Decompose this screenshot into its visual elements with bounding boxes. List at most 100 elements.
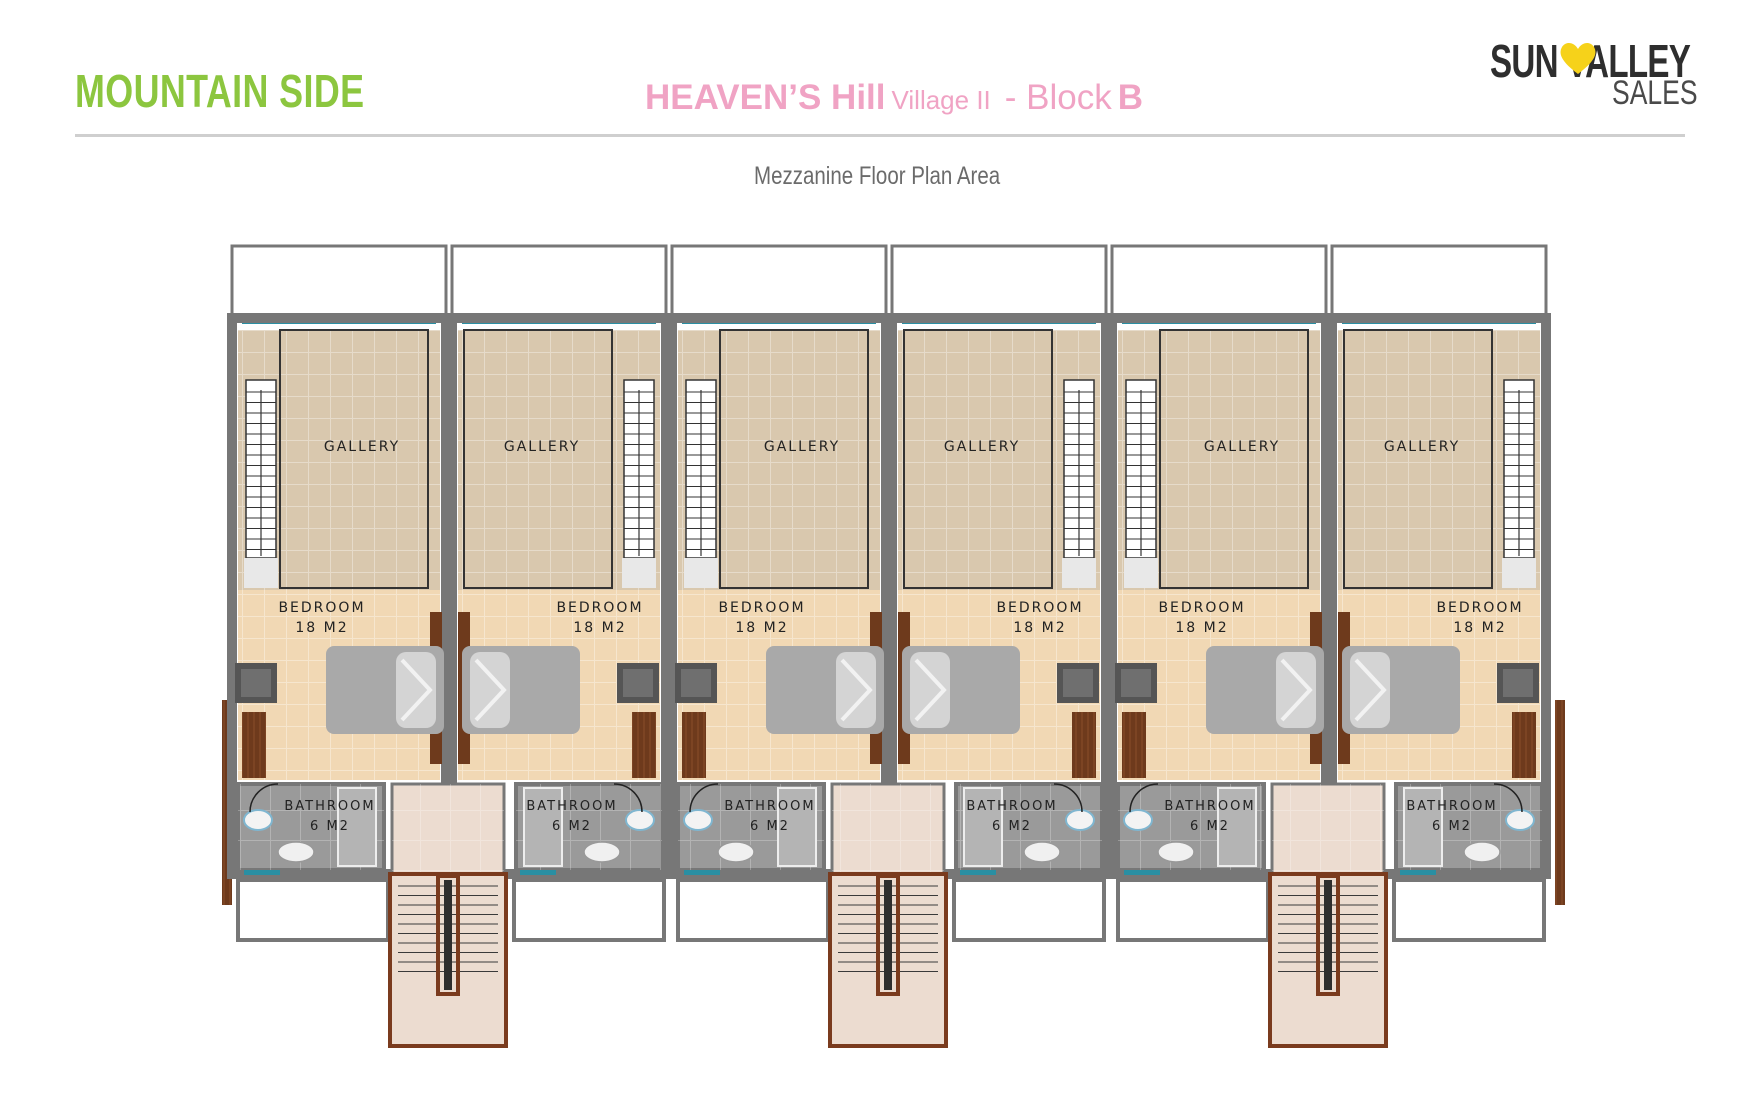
gallery-label: GALLERY: [1204, 439, 1280, 455]
pillows: [1276, 652, 1316, 728]
unit-wall: [1327, 313, 1551, 879]
side-title: MOUNTAIN SIDE: [75, 65, 365, 117]
block-prefix: - Block: [1004, 78, 1112, 117]
staircase: [684, 379, 718, 588]
lower-terrace: [1116, 878, 1270, 942]
gallery-void: [279, 329, 429, 589]
wardrobe: [1512, 712, 1536, 778]
door-swing: [613, 783, 643, 813]
header-divider: [75, 134, 1685, 137]
stairwell-tiles: [1272, 784, 1384, 874]
toilet: [625, 809, 655, 831]
sink: [1023, 841, 1061, 863]
bedroom-label: BEDROOM: [1436, 600, 1523, 616]
stairwell-1: [388, 782, 508, 1048]
gallery-void: [903, 329, 1053, 589]
shower: [337, 787, 377, 867]
column: [617, 663, 659, 703]
shower: [523, 787, 563, 867]
sink: [717, 841, 755, 863]
plan-subtitle-text: Mezzanine Floor Plan Area: [753, 162, 1001, 190]
bathroom-label: BATHROOM: [1164, 799, 1255, 814]
toilet: [243, 809, 273, 831]
balcony: [1330, 244, 1548, 320]
wardrobe: [242, 712, 266, 778]
stairwell-void: [1324, 880, 1332, 990]
bedroom-area: 18 M2: [735, 620, 788, 636]
pillows: [396, 652, 436, 728]
stairwells-layer: [388, 782, 1388, 1048]
sink: [1463, 841, 1501, 863]
toilet: [1123, 809, 1153, 831]
stairwell-tiles: [832, 784, 944, 874]
staircase: [244, 379, 278, 588]
bedroom-area: 18 M2: [573, 620, 626, 636]
sink: [277, 841, 315, 863]
staircase: [1502, 379, 1536, 588]
door-swing: [1053, 783, 1083, 813]
bath-window: [520, 870, 556, 875]
bathroom-label: BATHROOM: [526, 799, 617, 814]
bedroom-area: 18 M2: [1175, 620, 1228, 636]
sink: [1157, 841, 1195, 863]
shower: [777, 787, 817, 867]
gallery-void: [1343, 329, 1493, 589]
bathroom-area: 6 M2: [1190, 819, 1230, 834]
village-label: Village II: [891, 85, 991, 115]
stairwell-2: [828, 782, 948, 1048]
balcony: [670, 244, 888, 320]
bathroom-label: BATHROOM: [724, 799, 815, 814]
pillow-fold: [1280, 658, 1313, 722]
gallery-void: [463, 329, 613, 589]
toilet: [1065, 809, 1095, 831]
unit-wall: [667, 313, 891, 879]
bath-window: [960, 870, 996, 875]
column: [1057, 663, 1099, 703]
stairwell-3: [1268, 782, 1388, 1048]
balcony: [890, 244, 1108, 320]
units-layer: GALLERY BEDROOM 18 M2 BATHROOM 6 M2 GALLERY BE…: [222, 244, 1565, 942]
pillow-fold: [474, 658, 507, 722]
staircase: [1062, 379, 1096, 588]
bedroom-area: 18 M2: [295, 620, 348, 636]
bathroom-area: 6 M2: [552, 819, 592, 834]
pillow-fold: [400, 658, 433, 722]
wardrobe: [1072, 712, 1096, 778]
pillow-fold: [914, 658, 947, 722]
pillows: [470, 652, 510, 728]
bathroom-label: BATHROOM: [284, 799, 375, 814]
unit-wall: [227, 313, 451, 879]
lower-terrace: [952, 878, 1106, 942]
lower-terrace: [236, 878, 390, 942]
stair-landing: [684, 558, 718, 588]
unit-5: GALLERY BEDROOM 18 M2 BATHROOM 6 M2: [1107, 244, 1331, 942]
stairwell-void: [884, 880, 892, 990]
pillows: [910, 652, 950, 728]
shower: [963, 787, 1003, 867]
unit-wall: [1107, 313, 1331, 879]
bedroom-area: 18 M2: [1453, 620, 1506, 636]
column: [1115, 663, 1157, 703]
gallery-void: [1159, 329, 1309, 589]
gallery-label: GALLERY: [324, 439, 400, 455]
wardrobe: [682, 712, 706, 778]
bath-window: [244, 870, 280, 875]
bathroom-area: 6 M2: [750, 819, 790, 834]
bath-window: [684, 870, 720, 875]
column: [235, 663, 277, 703]
gallery-label: GALLERY: [1384, 439, 1460, 455]
stair-landing: [1062, 558, 1096, 588]
bedroom-label: BEDROOM: [1158, 600, 1245, 616]
gallery-label: GALLERY: [944, 439, 1020, 455]
lower-terrace: [1392, 878, 1546, 942]
bathroom-area: 6 M2: [992, 819, 1032, 834]
staircase: [1124, 379, 1158, 588]
logo-line2: SALES: [1612, 74, 1698, 112]
bedroom-label: BEDROOM: [996, 600, 1083, 616]
